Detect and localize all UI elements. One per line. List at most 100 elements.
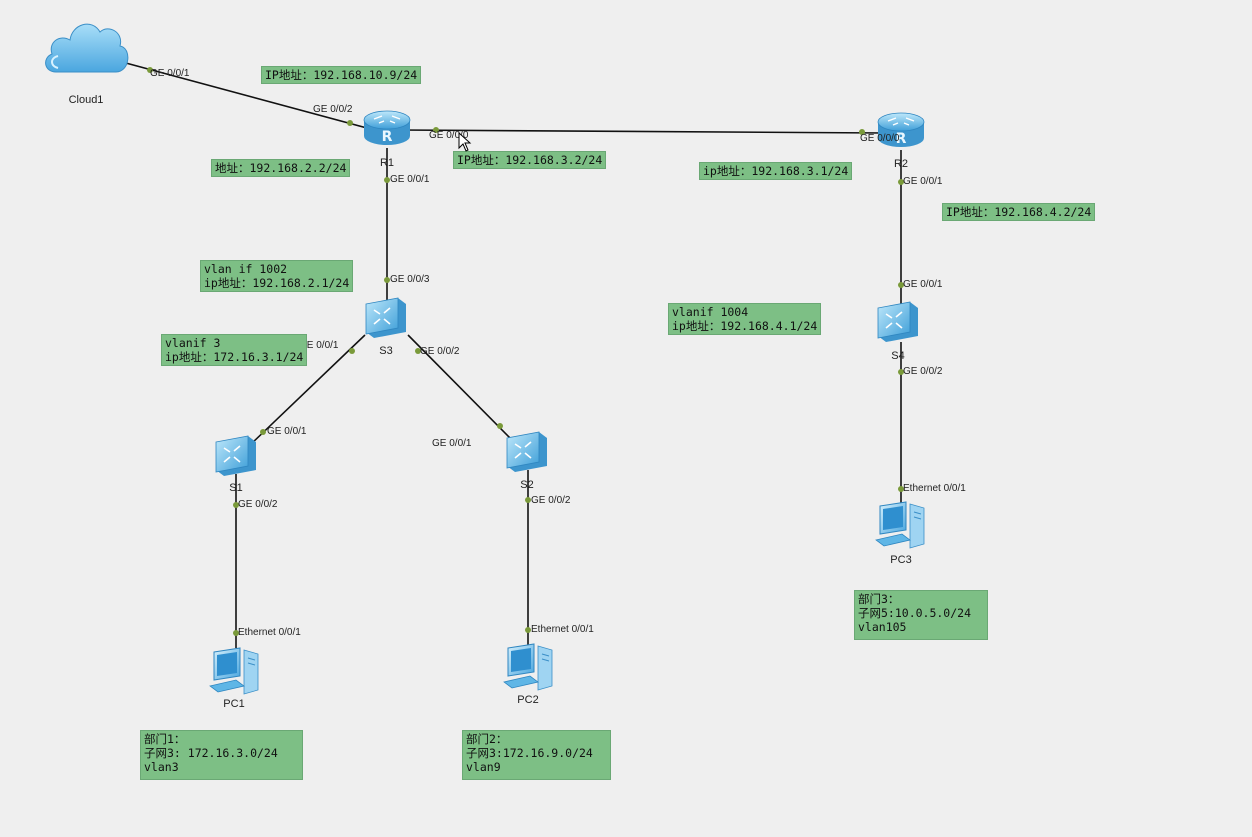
- pc2-label: PC2: [517, 694, 539, 706]
- port-dot[interactable]: [898, 486, 904, 492]
- port-dot[interactable]: [347, 120, 353, 126]
- port-dot[interactable]: [859, 129, 865, 135]
- pc-pc3[interactable]: [874, 500, 930, 550]
- switch-s1[interactable]: [214, 434, 258, 478]
- port-dot[interactable]: [898, 179, 904, 185]
- note-r1-uplink-ip[interactable]: IP地址：192.168.10.9/24: [261, 66, 422, 84]
- note-department2[interactable]: 部门2： 子网3:172.16.9.0/24 vlan9: [462, 730, 611, 780]
- note-line: vlan3: [144, 760, 179, 774]
- port-dot[interactable]: [147, 67, 153, 73]
- cloud1-label: Cloud1: [68, 94, 104, 106]
- note-line: vlan if 1002: [204, 262, 288, 276]
- port-label-s2-ge001: GE 0/0/1: [432, 438, 472, 449]
- port-label-r1-ge002: GE 0/0/2: [313, 104, 353, 115]
- note-line: 子网3: 172.16.3.0/24: [144, 746, 278, 760]
- link-cloud1-r1[interactable]: [121, 61, 379, 132]
- note-s4-vlanif1004[interactable]: vlanif 1004 ip地址：192.168.4.1/24: [668, 303, 822, 335]
- port-label-r1-ge001: GE 0/0/1: [390, 174, 430, 185]
- switch-icon: [506, 431, 547, 472]
- switch-icon: [215, 435, 256, 476]
- port-label-s3-ge001: GE 0/0/1: [299, 340, 339, 351]
- port-label-cloud1-ge001: GE 0/0/1: [150, 68, 190, 79]
- port-label-r1-ge000: GE 0/0/0: [429, 130, 469, 141]
- port-label-r2-ge001: GE 0/0/1: [903, 176, 943, 187]
- port-label-s3-ge002: GE 0/0/2: [420, 346, 460, 357]
- note-line: 子网5:10.0.5.0/24: [858, 606, 972, 620]
- note-r2-link-ip[interactable]: ip地址：192.168.3.1/24: [699, 162, 853, 180]
- note-line: 部门2：: [466, 732, 508, 746]
- s1-label: S1: [229, 482, 243, 494]
- note-line: 地址：192.168.2.2/24: [215, 161, 347, 175]
- pc-pc2[interactable]: [502, 642, 558, 692]
- s3-label: S3: [379, 345, 393, 357]
- port-dot[interactable]: [349, 348, 355, 354]
- port-dot[interactable]: [384, 277, 390, 283]
- link-s3-s1[interactable]: [249, 334, 366, 446]
- pc-icon: [875, 501, 925, 549]
- port-label-s1-ge002: GE 0/0/2: [238, 499, 278, 510]
- note-line: IP地址：192.168.3.2/24: [457, 153, 603, 167]
- port-dot[interactable]: [233, 630, 239, 636]
- note-line: IP地址：192.168.10.9/24: [265, 68, 418, 82]
- r2-label: R2: [893, 158, 909, 170]
- cloud-icon: [45, 23, 129, 73]
- note-line: 部门3：: [858, 592, 900, 606]
- note-r1-downlink-ip[interactable]: 地址：192.168.2.2/24: [211, 159, 351, 177]
- port-dot[interactable]: [260, 429, 266, 435]
- pc-pc1[interactable]: [208, 646, 264, 696]
- svg-text:R: R: [896, 131, 907, 147]
- switch-s2[interactable]: [505, 430, 549, 474]
- link-s3-s2[interactable]: [407, 334, 513, 441]
- s2-label: S2: [520, 479, 534, 491]
- router-icon: R: [877, 112, 925, 147]
- note-line: ip地址：192.168.4.1/24: [672, 319, 818, 333]
- switch-s3[interactable]: [364, 296, 408, 340]
- note-line: ip地址：192.168.3.1/24: [703, 164, 849, 178]
- port-dot[interactable]: [898, 369, 904, 375]
- port-label-s3-ge003: GE 0/0/3: [390, 274, 430, 285]
- s4-label: S4: [891, 350, 905, 362]
- note-department3[interactable]: 部门3： 子网5:10.0.5.0/24 vlan105: [854, 590, 988, 640]
- note-r1-r2-link-ip[interactable]: IP地址：192.168.3.2/24: [453, 151, 607, 169]
- pc-icon: [209, 647, 259, 695]
- port-label-s4-ge002: GE 0/0/2: [903, 366, 943, 377]
- port-dot[interactable]: [433, 127, 439, 133]
- port-label-pc3-eth001: Ethernet 0/0/1: [903, 483, 966, 494]
- note-r2-downlink-ip[interactable]: IP地址：192.168.4.2/24: [942, 203, 1096, 221]
- pc-icon: [503, 643, 553, 691]
- router-r1[interactable]: R: [362, 106, 412, 150]
- pc3-label: PC3: [890, 554, 912, 566]
- link-r1-r2[interactable]: [399, 129, 886, 134]
- note-line: 子网3:172.16.9.0/24: [466, 746, 593, 760]
- mouse-cursor-icon: [458, 132, 472, 152]
- cloud1-node[interactable]: [42, 14, 130, 86]
- port-label-s2-ge002: GE 0/0/2: [531, 495, 571, 506]
- r1-label: R1: [379, 157, 395, 169]
- port-dot[interactable]: [233, 502, 239, 508]
- note-line: vlan9: [466, 760, 501, 774]
- port-dot[interactable]: [525, 627, 531, 633]
- note-line: vlan105: [858, 620, 907, 634]
- switch-icon: [877, 301, 918, 342]
- router-r2[interactable]: R: [876, 108, 926, 152]
- switch-s4[interactable]: [876, 300, 920, 344]
- port-dot[interactable]: [525, 497, 531, 503]
- port-label-s4-ge001: GE 0/0/1: [903, 279, 943, 290]
- port-label-pc2-eth001: Ethernet 0/0/1: [531, 624, 594, 635]
- note-s3-vlanif1002[interactable]: vlan if 1002 ip地址：192.168.2.1/24: [200, 260, 354, 292]
- note-line: ip地址：192.168.2.1/24: [204, 276, 350, 290]
- note-department1[interactable]: 部门1： 子网3: 172.16.3.0/24 vlan3: [140, 730, 303, 780]
- router-icon: R: [363, 110, 411, 145]
- port-label-pc1-eth001: Ethernet 0/0/1: [238, 627, 301, 638]
- port-dot[interactable]: [415, 348, 421, 354]
- note-line: 部门1：: [144, 732, 186, 746]
- port-label-s1-ge001: GE 0/0/1: [267, 426, 307, 437]
- port-dot[interactable]: [898, 282, 904, 288]
- note-s3-vlanif3[interactable]: vlanif 3 ip地址：172.16.3.1/24: [161, 334, 308, 366]
- port-dot[interactable]: [384, 177, 390, 183]
- svg-text:R: R: [382, 129, 393, 145]
- port-dot[interactable]: [497, 423, 503, 429]
- note-line: IP地址：192.168.4.2/24: [946, 205, 1092, 219]
